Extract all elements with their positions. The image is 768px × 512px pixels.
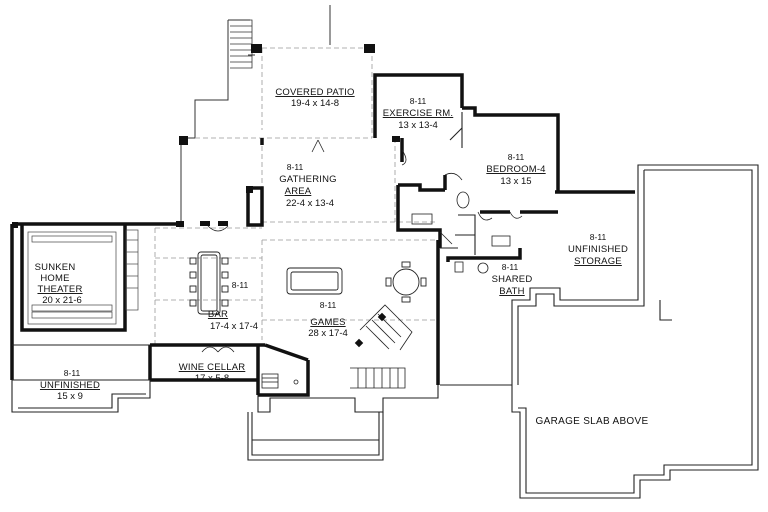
bedroom4-ceiling: 8-11	[508, 152, 525, 162]
interior-stair	[350, 304, 413, 389]
covered-patio-dims: 19-4 x 14-8	[291, 98, 339, 109]
theater-name-3: THEATER	[37, 284, 82, 295]
games-dims: 28 x 17-4	[308, 328, 348, 339]
pool-table	[286, 267, 343, 295]
theater-dims: 20 x 21-6	[42, 295, 82, 306]
stair-markers	[354, 312, 387, 348]
bar-dims: 17-4 x 17-4	[210, 321, 258, 332]
games-ceiling: 8-11	[320, 300, 337, 310]
bath-fixtures	[411, 191, 511, 274]
exercise-ceiling: 8-11	[410, 96, 427, 106]
bar-ceiling: 8-11	[232, 280, 249, 290]
bath-name-1: SHARED	[492, 274, 533, 285]
bedroom4-dims: 13 x 15	[500, 176, 531, 187]
round-table	[385, 261, 427, 303]
unfinished-ceiling: 8-11	[64, 368, 81, 378]
thin-walls	[11, 112, 759, 499]
bar-name: BAR	[208, 309, 228, 320]
exterior-stair	[228, 19, 253, 69]
storage-name-2: STORAGE	[574, 256, 622, 267]
unfinished-dims: 15 x 9	[57, 391, 83, 402]
storage-ceiling: 8-11	[590, 232, 607, 242]
wine-cellar-dims: 17 x 5-8	[195, 373, 229, 384]
bar-table	[189, 251, 229, 315]
unfinished-name: UNFINISHED	[40, 380, 100, 391]
games-name: GAMES	[310, 317, 345, 328]
bath-ceiling: 8-11	[502, 262, 519, 272]
storage-name-1: UNFINISHED	[568, 244, 628, 255]
exterior-walls	[10, 73, 635, 397]
exercise-dims: 13 x 13-4	[398, 120, 438, 131]
theater-name-1: SUNKEN	[35, 262, 76, 273]
bedroom4-name: BEDROOM-4	[486, 164, 545, 175]
covered-patio-name: COVERED PATIO	[275, 87, 354, 98]
theater-seating	[27, 229, 139, 325]
wine-cellar-fixtures	[261, 373, 299, 389]
bath-name-2: BATH	[499, 286, 524, 297]
gathering-name-1: GATHERING	[279, 174, 337, 185]
gathering-name-2: AREA	[285, 186, 312, 197]
door-swings	[201, 139, 523, 353]
wine-cellar-name: WINE CELLAR	[179, 362, 246, 373]
wall-stubs	[12, 44, 400, 228]
garage-slab-label: GARAGE SLAB ABOVE	[536, 416, 649, 427]
theater-name-2: HOME	[40, 273, 69, 284]
exercise-name: EXERCISE RM.	[383, 108, 454, 119]
dashed-ceiling-lines	[154, 47, 438, 345]
room-labels: COVERED PATIO 19-4 x 14-8 8-11 EXERCISE …	[35, 87, 649, 427]
gathering-dims: 22-4 x 13-4	[286, 198, 334, 209]
gathering-ceiling: 8-11	[287, 162, 304, 172]
